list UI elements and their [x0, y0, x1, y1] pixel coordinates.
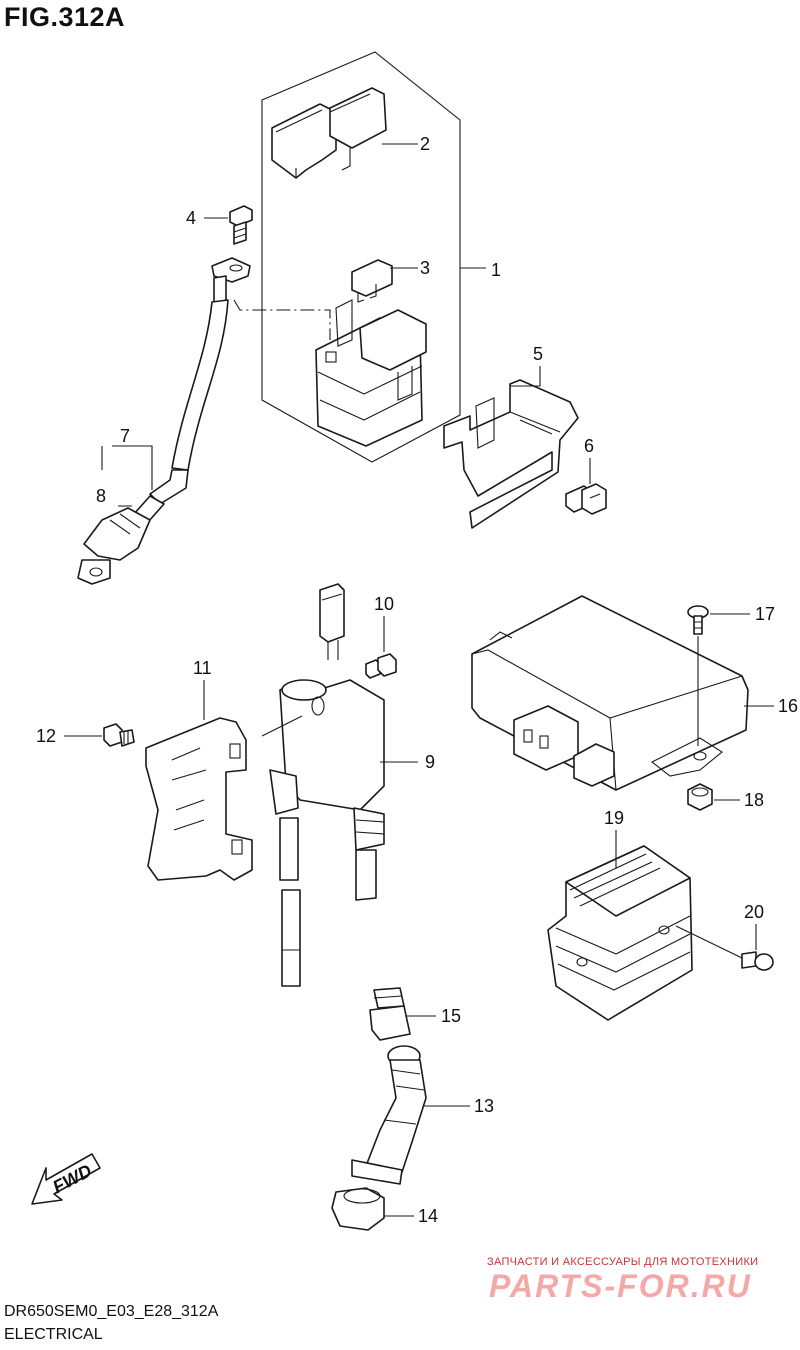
leader-7-8 — [101, 445, 153, 507]
diagram-code: DR650SEM0_E03_E28_312A — [4, 1303, 219, 1320]
leader-coil-mount — [261, 715, 303, 737]
screw-part-17[interactable] — [687, 605, 709, 635]
callout-6: 6 — [584, 436, 594, 456]
section-name: ELECTRICAL — [4, 1326, 103, 1343]
callout-17: 17 — [755, 604, 775, 624]
connection-line-cable-to-relay — [233, 299, 331, 340]
callout-15: 15 — [441, 1006, 461, 1026]
bolt-part-4[interactable] — [229, 205, 253, 245]
watermark-logo: PARTS-FOR.RU — [489, 1268, 752, 1304]
callout-10: 10 — [374, 594, 394, 614]
callout-19: 19 — [604, 808, 624, 828]
callout-13: 13 — [474, 1096, 494, 1116]
callout-12: 12 — [36, 726, 56, 746]
callout-2: 2 — [420, 134, 430, 154]
fuse-part[interactable] — [351, 259, 393, 303]
cap-part-15[interactable] — [369, 987, 411, 1041]
callout-9: 9 — [425, 752, 435, 772]
callout-18: 18 — [744, 790, 764, 810]
bolt-part-10[interactable] — [365, 653, 397, 679]
callout-8: 8 — [96, 486, 106, 506]
regulator-part-19[interactable] — [547, 845, 693, 1021]
coil-bracket-part-11[interactable] — [145, 717, 253, 881]
callout-20: 20 — [744, 902, 764, 922]
relay-cover-part[interactable] — [271, 87, 387, 179]
ignition-coil-part-9[interactable] — [269, 583, 385, 987]
callout-4: 4 — [186, 208, 196, 228]
starter-relay-group-outline — [261, 51, 461, 463]
bolt-part-6[interactable] — [565, 483, 607, 515]
fwd-direction-arrow: FWD — [31, 1153, 101, 1205]
watermark-tagline: ЗАПЧАСТИ И АКСЕССУАРЫ ДЛЯ МОТОТЕХНИКИ — [487, 1256, 759, 1268]
battery-cable-part[interactable] — [77, 257, 251, 585]
callout-14: 14 — [418, 1206, 438, 1226]
starter-relay-body[interactable] — [315, 299, 427, 447]
ecm-part-16[interactable] — [471, 595, 749, 791]
callout-5: 5 — [533, 344, 543, 364]
nut-part-18[interactable] — [687, 783, 713, 811]
bolt-part-12[interactable] — [103, 723, 135, 747]
regulator-mount-line — [675, 925, 743, 959]
callout-1: 1 — [491, 260, 501, 280]
plug-cap-part-13[interactable] — [351, 1045, 427, 1185]
leader-5 — [510, 366, 541, 387]
figure-title: FIG.312A — [4, 2, 126, 32]
callout-16: 16 — [778, 696, 798, 716]
callout-11: 11 — [193, 658, 212, 678]
callout-3: 3 — [420, 258, 430, 278]
bolt-part-20[interactable] — [741, 951, 774, 971]
cap-part-14[interactable] — [331, 1187, 385, 1231]
relay-bracket-part-5[interactable] — [443, 379, 579, 529]
callout-7: 7 — [120, 426, 130, 446]
